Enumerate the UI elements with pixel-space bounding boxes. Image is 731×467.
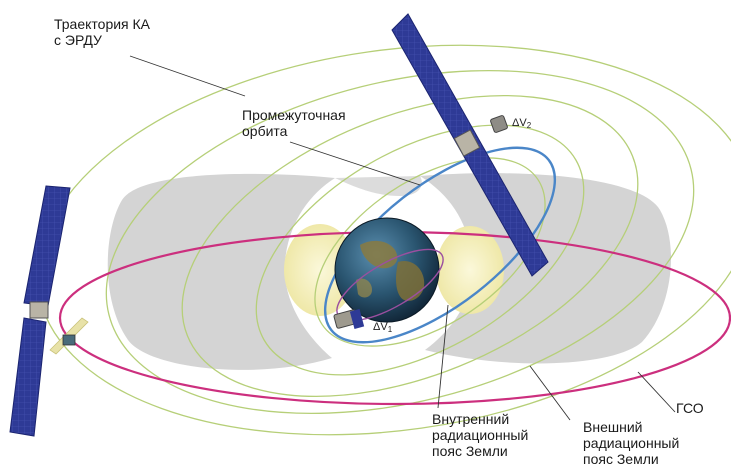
- intermediate-orbit-label-line2: орбита: [242, 123, 288, 139]
- inner-belt-label-line3: пояс Земли: [432, 443, 508, 459]
- geo-label: ГСО: [676, 400, 704, 416]
- leader-lines: [129, 55, 676, 421]
- spacecraft-dv1: [333, 309, 365, 329]
- outer-radiation-belt: [107, 173, 672, 370]
- delta-v1-label: ΔV1: [373, 321, 393, 334]
- earth: [334, 217, 440, 323]
- inner-belt-label-line2: радиационный: [432, 427, 529, 443]
- intermediate-orbit: [323, 146, 557, 344]
- outer-belt-label-line2: радиационный: [583, 435, 680, 451]
- outer-belt-label-line1: Внешний: [583, 419, 643, 435]
- spacecraft-dv2: [490, 115, 508, 133]
- intermediate-orbit-label: Промежуточная орбита: [242, 107, 346, 139]
- inner-radiation-belt: [284, 224, 504, 316]
- trajectory-label-line2: с ЭРДУ: [54, 32, 102, 48]
- inner-belt-label-line1: Внутренний: [432, 411, 510, 427]
- trajectory-label-line1: Траектория КА: [54, 16, 151, 32]
- intermediate-orbit-label-line1: Промежуточная: [242, 107, 346, 123]
- outer-belt-label: Внешний радиационный пояс Земли: [583, 419, 679, 467]
- inner-belt-label: Внутренний радиационный пояс Земли: [432, 411, 528, 459]
- trajectory-label: Траектория КА с ЭРДУ: [54, 16, 150, 48]
- spacecraft-large: [391, 13, 549, 277]
- spacecraft-left: [9, 185, 71, 437]
- spacecraft-geo: [49, 317, 89, 355]
- delta-v2-label: ΔV2: [512, 117, 532, 130]
- outer-belt-label-line3: пояс Земли: [583, 451, 659, 467]
